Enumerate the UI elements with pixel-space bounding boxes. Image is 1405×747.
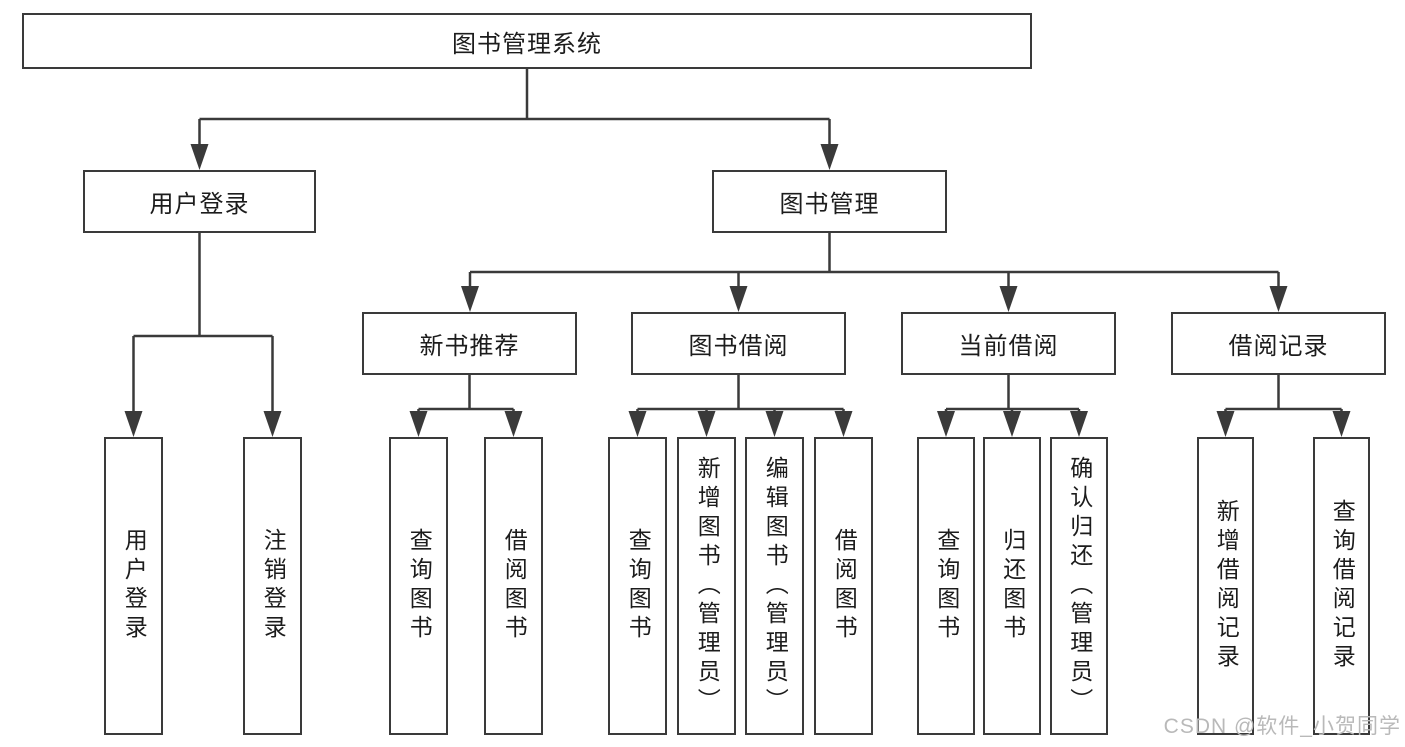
node-library-system-label: 图书管理系统 xyxy=(452,30,602,58)
connector-user-login-children xyxy=(132,233,274,418)
node-user-login-leaf-label: 用户登录 xyxy=(121,528,148,644)
node-return-books: 归还图书 xyxy=(983,437,1041,735)
node-borrow-books-leaf-label: 借阅图书 xyxy=(831,528,858,644)
node-return-books-label: 归还图书 xyxy=(999,528,1026,644)
node-add-book-admin: 新增图书（管理员） xyxy=(677,437,736,735)
node-user-login: 用户登录 xyxy=(83,170,316,233)
node-query-books-borrow: 查询图书 xyxy=(608,437,667,735)
node-confirm-return-admin: 确认归还（管理员） xyxy=(1050,437,1108,735)
csdn-watermark: CSDN @软件_小贺同学 xyxy=(1163,715,1401,738)
node-add-borrow-record: 新增借阅记录 xyxy=(1197,437,1254,735)
node-new-book-recommend: 新书推荐 xyxy=(362,312,577,375)
node-logout: 注销登录 xyxy=(243,437,302,735)
node-borrow-books-recommend: 借阅图书 xyxy=(484,437,543,735)
node-borrow-records: 借阅记录 xyxy=(1171,312,1386,375)
connector-book-borrow-children xyxy=(636,375,845,420)
node-current-borrow: 当前借阅 xyxy=(901,312,1116,375)
node-borrow-records-label: 借阅记录 xyxy=(1228,333,1329,360)
node-query-books-recommend-label: 查询图书 xyxy=(406,528,433,644)
node-add-borrow-record-label: 新增借阅记录 xyxy=(1213,499,1240,673)
connector-new-book-children xyxy=(417,375,515,420)
node-user-login-label: 用户登录 xyxy=(149,191,250,218)
node-borrow-books-leaf: 借阅图书 xyxy=(814,437,873,735)
node-query-borrow-record-label: 查询借阅记录 xyxy=(1329,499,1356,673)
connector-root-to-level2 xyxy=(198,69,831,150)
connector-borrow-records-children xyxy=(1224,375,1343,420)
node-book-management-label: 图书管理 xyxy=(779,191,880,218)
node-edit-book-admin-label: 编辑图书（管理员） xyxy=(762,455,789,717)
node-book-borrow: 图书借阅 xyxy=(631,312,846,375)
node-current-borrow-label: 当前借阅 xyxy=(958,333,1059,360)
node-book-borrow-label: 图书借阅 xyxy=(688,333,789,360)
node-logout-label: 注销登录 xyxy=(260,528,287,644)
node-query-books-current: 查询图书 xyxy=(917,437,975,735)
node-book-management: 图书管理 xyxy=(712,170,947,233)
node-new-book-recommend-label: 新书推荐 xyxy=(419,333,520,360)
node-confirm-return-admin-label: 确认归还（管理员） xyxy=(1066,455,1093,717)
node-query-books-borrow-label: 查询图书 xyxy=(625,528,652,644)
node-query-books-recommend: 查询图书 xyxy=(389,437,448,735)
arrowheads xyxy=(124,144,1351,437)
node-borrow-books-recommend-label: 借阅图书 xyxy=(501,528,528,644)
node-edit-book-admin: 编辑图书（管理员） xyxy=(745,437,804,735)
node-query-borrow-record: 查询借阅记录 xyxy=(1313,437,1370,735)
node-library-system: 图书管理系统 xyxy=(22,13,1032,69)
node-add-book-admin-label: 新增图书（管理员） xyxy=(694,455,721,717)
node-user-login-leaf: 用户登录 xyxy=(104,437,163,735)
connector-book-mgmt-children xyxy=(468,233,1280,293)
node-query-books-current-label: 查询图书 xyxy=(933,528,960,644)
